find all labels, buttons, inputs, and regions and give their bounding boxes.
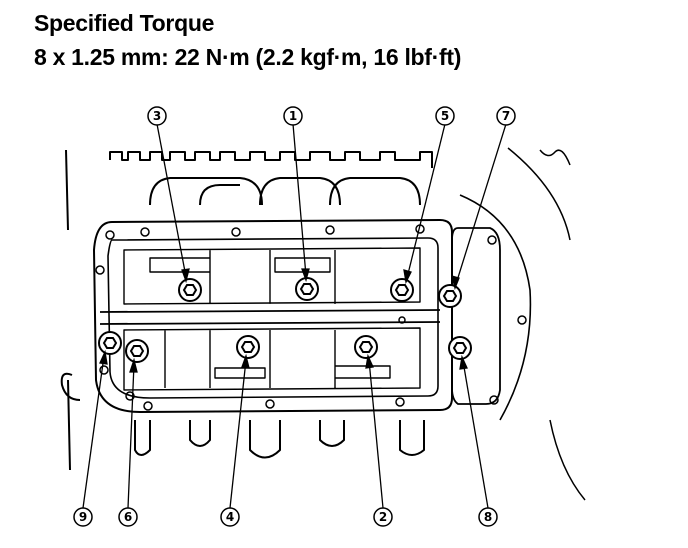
leader-lines	[82, 123, 507, 509]
bolt-8-head	[448, 336, 472, 360]
bolt-5-head	[390, 278, 414, 302]
svg-text:1: 1	[289, 109, 297, 123]
gasket-inner-frame	[107, 237, 439, 399]
upper-chambers	[123, 247, 421, 305]
right-edge-lines	[507, 147, 586, 501]
bolt-4-head	[236, 335, 260, 359]
bolts	[98, 277, 472, 363]
gasket-bolt-holes	[95, 224, 527, 411]
callout-8: 8	[478, 507, 498, 527]
callout-3: 3	[147, 106, 167, 126]
lower-chambers	[123, 327, 421, 391]
svg-text:4: 4	[226, 510, 234, 524]
center-rail	[99, 309, 441, 325]
gasket-outer-frame	[93, 219, 453, 413]
callouts: 3 1 5 7 9 6 4 2 8	[73, 106, 516, 527]
intake-runners-top	[149, 177, 421, 206]
svg-text:8: 8	[484, 510, 492, 524]
bolt-7-head	[438, 284, 462, 308]
bolt-2-head	[354, 335, 378, 359]
engine-block-outline	[60, 149, 81, 471]
callout-1: 1	[283, 106, 303, 126]
bolt-6-head	[125, 339, 149, 363]
right-housing	[459, 194, 532, 421]
callout-7: 7	[496, 106, 516, 126]
callout-6: 6	[118, 507, 138, 527]
page-title: Specified Torque	[34, 10, 215, 36]
right-cover	[451, 227, 501, 405]
svg-text:5: 5	[441, 109, 449, 123]
svg-text:2: 2	[379, 510, 387, 524]
torque-spec: 8 x 1.25 mm: 22 N·m (2.2 kgf·m, 16 lbf·f…	[34, 44, 462, 70]
intake-bottom-teeth	[134, 420, 425, 459]
bolt-9-head	[98, 331, 122, 355]
svg-text:7: 7	[502, 109, 510, 123]
callout-2: 2	[373, 507, 393, 527]
svg-text:3: 3	[153, 109, 161, 123]
callout-5: 5	[435, 106, 455, 126]
callout-4: 4	[220, 507, 240, 527]
svg-text:6: 6	[124, 510, 132, 524]
svg-text:9: 9	[79, 510, 87, 524]
intake-top-teeth	[109, 151, 433, 168]
callout-9: 9	[73, 507, 93, 527]
bolt-3-head	[178, 278, 202, 302]
bolt-1-head	[295, 277, 319, 301]
